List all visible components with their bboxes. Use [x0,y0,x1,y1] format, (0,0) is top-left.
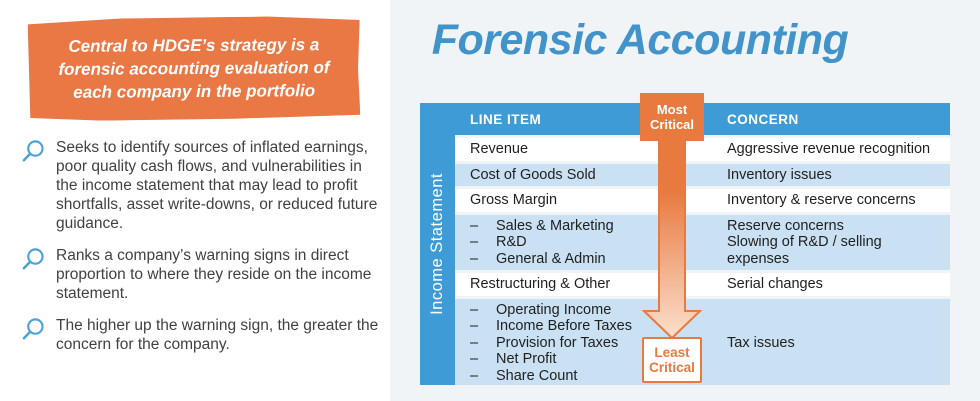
table-row: –Sales & Marketing–R&D–General & Admin R… [455,214,950,270]
table-row: Restructuring & Other Serial changes [455,273,950,296]
bullet-item: Ranks a company’s warning signs in direc… [20,246,386,303]
bullet-item: The higher up the warning sign, the grea… [20,316,386,354]
dash-bullet: – [470,318,479,334]
bullet-item: Seeks to identify sources of inflated ea… [20,138,386,233]
line-item-cell: –Operating Income–Income Before Taxes–Pr… [470,301,632,384]
dash-bullet: – [470,334,479,351]
table-body: Revenue Aggressive revenue recognition C… [455,138,950,385]
bullet-text: The higher up the warning sign, the grea… [56,317,379,353]
bullet-list: Seeks to identify sources of inflated ea… [20,138,386,367]
column-header-concern: CONCERN [727,111,799,127]
column-header-line-item: LINE ITEM [470,111,542,127]
strategy-callout: Central to HDGE’s strategy is a forensic… [28,16,361,121]
line-item-cell: –Sales & Marketing–R&D–General & Admin [470,217,614,267]
income-statement-table: Income Statement LINE ITEM CONCERN Reven… [420,93,950,385]
least-critical-badge: Least Critical [642,337,702,383]
concern-cell: Serial changes [727,276,823,292]
most-critical-badge: Most Critical [640,93,704,141]
magnifier-icon [20,139,46,165]
line-item-cell: Revenue [470,141,529,157]
dash-bullet: – [470,250,479,267]
left-panel: Central to HDGE’s strategy is a forensic… [0,0,390,401]
concern-cell: Aggressive revenue recognition [727,141,931,157]
line-item-cell: Cost of Goods Sold [470,166,596,183]
dash-bullet: – [470,367,479,384]
line-item-cell: Restructuring & Other [470,276,611,292]
table-row: Gross Margin Inventory & reserve concern… [455,189,950,212]
dash-bullet: – [470,351,479,367]
concern-cell: Inventory issues [727,166,832,183]
table-row: Cost of Goods Sold Inventory issues [455,163,950,186]
callout-text: Central to HDGE’s strategy is a forensic… [58,35,330,102]
dash-bullet: – [470,234,479,250]
bullet-text: Seeks to identify sources of inflated ea… [56,139,378,232]
dash-bullet: – [470,217,479,234]
side-label: Income Statement [428,173,446,315]
down-arrow-icon [642,141,702,340]
page-title: Forensic Accounting [431,16,849,64]
dash-bullet: – [470,301,479,318]
table-row: Revenue Aggressive revenue recognition [455,138,950,161]
main-panel: Forensic Accounting Income Statement LIN… [390,0,980,401]
magnifier-icon [20,247,46,273]
magnifier-icon [20,317,46,343]
concern-cell: Tax issues [727,334,795,351]
table-row: –Operating Income–Income Before Taxes–Pr… [455,298,950,385]
income-statement-sidebar: Income Statement [420,103,455,385]
bullet-text: Ranks a company’s warning signs in direc… [56,247,372,302]
concern-cell: Inventory & reserve concerns [727,192,916,208]
table-main: LINE ITEM CONCERN Revenue Aggressive rev… [455,103,950,385]
line-item-cell: Gross Margin [470,192,558,208]
